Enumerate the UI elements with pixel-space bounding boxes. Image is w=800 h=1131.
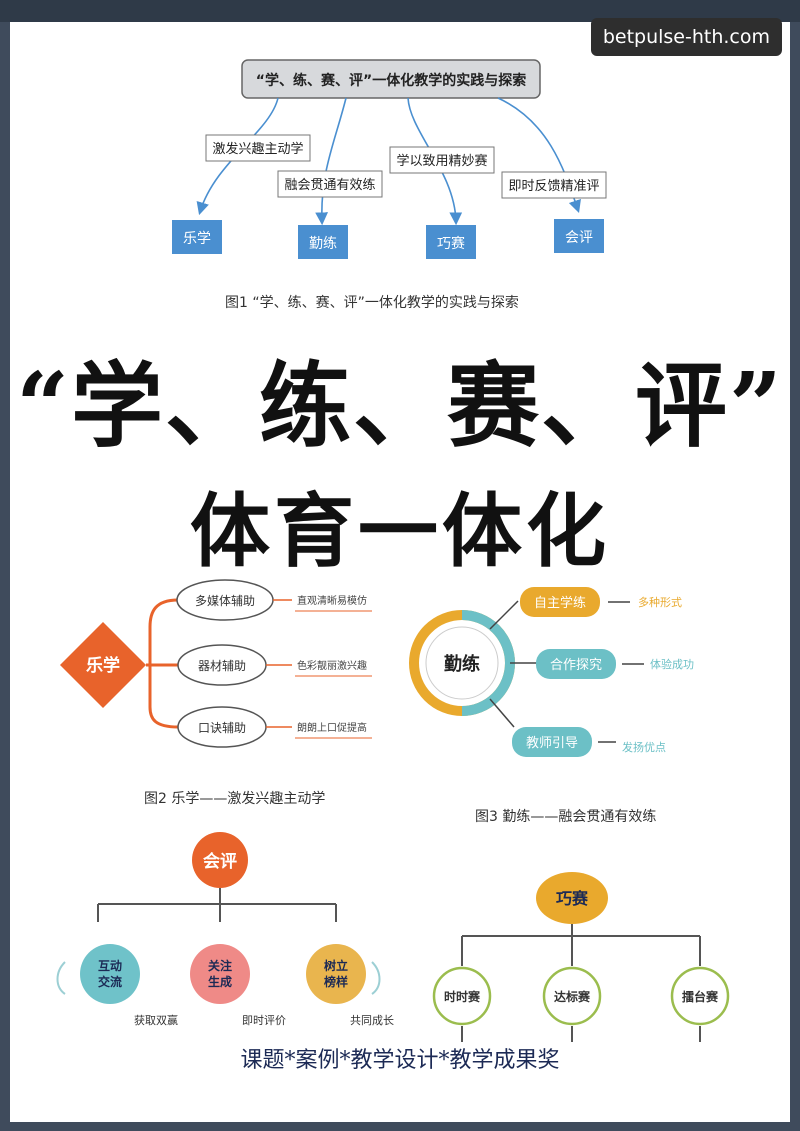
- fig2-bracket: [146, 598, 179, 729]
- fig3-item-1-desc: 多种形式: [638, 595, 682, 609]
- fig4-item-1-label2: 交流: [98, 974, 122, 989]
- fig5-tree-lines: [461, 924, 701, 1042]
- fig1-arrow-2: [315, 97, 347, 226]
- fig3-teal-arc: [461, 610, 515, 716]
- fig3-caption: 图3 勤练——融会贯通有效练: [475, 809, 657, 825]
- fig3-link-3: [489, 698, 515, 728]
- fig1-connector-3-box: [389, 146, 495, 174]
- fig1-connector-1-text: 激发兴趣主动学: [212, 141, 303, 157]
- fig1-leaf-1-text: 乐学: [183, 231, 211, 247]
- fig1-leaf-2-box: [298, 225, 348, 259]
- fig5-item-3-circle: [670, 966, 730, 1026]
- fig2-center-diamond: [60, 622, 146, 708]
- fig4-side-arcs: [56, 961, 381, 995]
- fig3-item-3-desc: 发扬优点: [622, 740, 666, 754]
- fig5-item-2-label: 达标赛: [554, 989, 591, 1004]
- fig4-item-3-label1: 树立: [324, 958, 348, 973]
- fig5-item-2-circle: [542, 966, 602, 1026]
- fig5-item-1-label: 时时赛: [444, 989, 481, 1004]
- figure-2-diagram: 乐学 多媒体辅助 直观清晰易模仿 器材辅助 色彩靓丽激兴趣 口诀辅助 朗朗上口促…: [60, 579, 372, 748]
- fig1-root-text: “学、练、赛、评”一体化教学的实践与探索: [256, 72, 526, 89]
- fig2-center-text: 乐学: [86, 655, 120, 676]
- fig1-connector-4-box: [501, 171, 607, 199]
- fig4-root-text: 会评: [203, 851, 237, 872]
- fig1-leaf-4-text: 会评: [565, 230, 593, 246]
- fig5-root-ellipse: [536, 872, 608, 924]
- headline-line-2: 体育一体化: [190, 484, 610, 578]
- fig1-leaf-4-box: [554, 219, 604, 253]
- fig1-connector-2-text: 融会贯通有效练: [284, 178, 375, 193]
- fig4-tree-lines: [97, 888, 337, 922]
- fig1-leaf-2-text: 勤练: [309, 236, 337, 252]
- fig5-root-text: 巧赛: [556, 889, 589, 908]
- fig2-item-1-label: 多媒体辅助: [195, 594, 255, 608]
- fig1-connector-3-text: 学以致用精妙赛: [396, 153, 487, 169]
- fig5-item-1-circle: [432, 966, 492, 1026]
- fig2-caption: 图2 乐学——激发兴趣主动学: [144, 791, 326, 807]
- fig2-item-1-desc: 直观清晰易模仿: [297, 594, 367, 607]
- top-bar: [0, 0, 800, 22]
- fig3-item-2-box: [536, 649, 616, 679]
- figure-4-diagram: 会评 互动 交流 获取双赢 关注 生成 即时评价 树立 榜样 共同成长: [56, 832, 394, 1027]
- fig4-item-2-circle: [190, 944, 250, 1004]
- fig4-item-1-desc: 获取双赢: [134, 1013, 178, 1027]
- fig3-item-2-label: 合作探究: [550, 658, 602, 673]
- fig3-item-1-box: [520, 587, 600, 617]
- poster-page: “学、练、赛、评”一体化教学的实践与探索 激发兴趣主动学 融会贯通有效练 学以致…: [10, 22, 790, 1122]
- fig1-leaf-3-text: 巧赛: [437, 236, 465, 252]
- fig3-link-1: [489, 600, 519, 630]
- fig4-item-1-circle: [80, 944, 140, 1004]
- fig1-connector-4-text: 即时反馈精准评: [508, 179, 599, 194]
- fig4-item-2-label1: 关注: [208, 958, 232, 973]
- headline-line-1: “学、练、赛、评”: [16, 352, 784, 460]
- figure-3-diagram: 勤练 自主学练 多种形式 合作探究 体验成功 教师引导 发扬优点: [409, 587, 694, 757]
- figure-1-diagram: “学、练、赛、评”一体化教学的实践与探索 激发兴趣主动学 融会贯通有效练 学以致…: [172, 59, 607, 259]
- fig4-item-1-label1: 互动: [98, 959, 122, 973]
- fig3-item-3-box: [512, 727, 592, 757]
- fig3-center-text: 勤练: [444, 653, 480, 675]
- fig4-root-circle: [192, 832, 248, 888]
- fig3-item-2-desc: 体验成功: [650, 657, 694, 671]
- fig2-item-2-label: 器材辅助: [198, 659, 246, 673]
- fig4-item-3-desc: 共同成长: [350, 1014, 394, 1027]
- fig4-item-3-circle: [306, 944, 366, 1004]
- fig3-item-1-label: 自主学练: [534, 595, 586, 611]
- fig5-item-3-label: 擂台赛: [682, 989, 719, 1004]
- fig4-item-2-desc: 即时评价: [242, 1014, 286, 1027]
- fig3-center-circle: [425, 626, 499, 700]
- fig2-item-2-desc: 色彩靓丽激兴趣: [297, 659, 367, 672]
- figure-5-diagram: 巧赛 时时赛 达标赛 擂台赛: [432, 872, 730, 1042]
- watermark-label: betpulse-hth.com: [590, 18, 782, 56]
- fig2-item-3-label: 口诀辅助: [198, 721, 246, 735]
- fig4-item-2-label2: 生成: [208, 974, 232, 989]
- fig3-item-3-label: 教师引导: [526, 735, 578, 751]
- fig4-item-3-label2: 榜样: [324, 974, 348, 989]
- bottom-tagline: 课题*案例*教学设计*教学成果奖: [240, 1048, 560, 1073]
- fig1-root-box: [241, 59, 541, 99]
- fig1-connector-2-box: [277, 170, 383, 198]
- fig2-item-3-desc: 朗朗上口促提高: [297, 721, 367, 734]
- fig1-caption: 图1 “学、练、赛、评”一体化教学的实践与探索: [225, 295, 519, 311]
- fig1-connector-1-box: [205, 134, 311, 162]
- fig1-leaf-3-box: [426, 225, 476, 259]
- fig1-leaf-1-box: [172, 220, 222, 254]
